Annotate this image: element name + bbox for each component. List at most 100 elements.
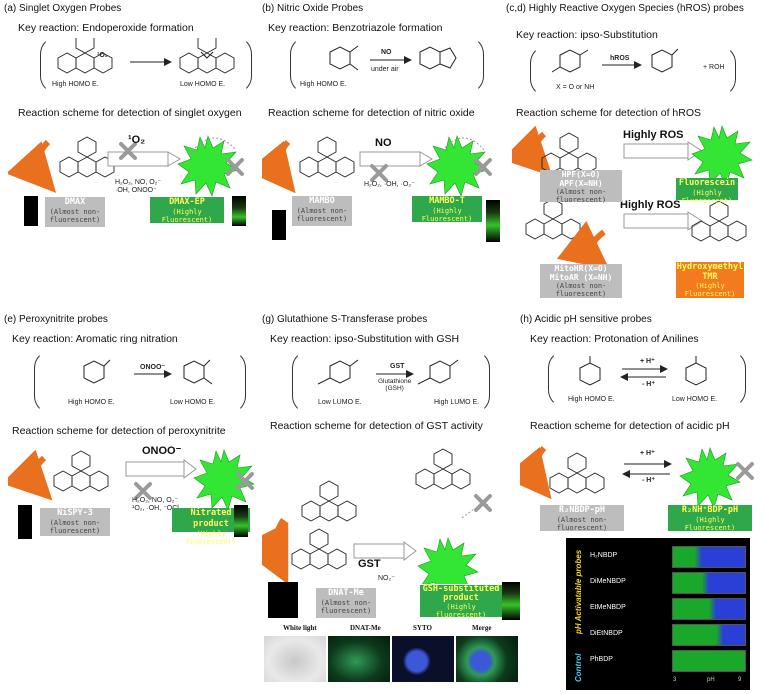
panel-h-probe-name: R₂NBDP-pH xyxy=(558,505,606,515)
micro-white-light-image xyxy=(264,636,326,682)
gel-row-label: EtMeNBDP xyxy=(590,604,626,611)
panel-cd-key-reaction: Key reaction: ipso-Substitution xyxy=(516,29,658,41)
panel-a-product-name: DMAX-EP xyxy=(169,197,205,207)
panel-h-scheme-reverse: - H⁺ xyxy=(642,477,656,484)
panel-g-vial-dark xyxy=(268,582,298,618)
panel-e-probe-name: NiSPY-3 xyxy=(57,508,93,518)
gel-activatable-label: pH Activatable probes xyxy=(574,549,583,634)
panel-h-forward: + H⁺ xyxy=(640,358,655,365)
panel-cd-reagent: hROS xyxy=(610,55,630,62)
micro-merge-image xyxy=(456,636,518,682)
panel-b-diamine-reaction xyxy=(329,45,457,71)
panel-cd-scheme-diagram xyxy=(512,125,753,270)
micro-label-syto: SYTO xyxy=(413,624,432,632)
gel-row-strip xyxy=(672,572,746,594)
panel-e-reaction-bracket xyxy=(34,350,246,414)
panel-b-scheme-diagram xyxy=(262,135,492,197)
panel-cd-probe2-desc: (Almost non-fluorescent) xyxy=(555,282,607,298)
panel-h-reverse: - H⁺ xyxy=(642,381,656,388)
panel-b-key-reaction: Key reaction: Benzotriazole formation xyxy=(268,22,443,34)
panel-cd-product1-desc: (Highly Fluorescent) xyxy=(681,189,733,205)
panel-a-key-reaction: Key reaction: Endoperoxide formation xyxy=(18,22,194,34)
panel-a-reaction-bracket xyxy=(40,36,252,94)
panel-h-scheme-diagram xyxy=(520,445,754,509)
panel-h-probe-box: R₂NBDP-pH (Almost non-fluorescent) xyxy=(540,505,624,532)
panel-g-reagent: GST xyxy=(390,363,405,370)
micro-label-merge: Merge xyxy=(472,624,492,632)
gel-row-label: PhBDP xyxy=(590,656,613,663)
panel-b-vial-dark xyxy=(272,210,286,240)
panel-a-vial-dark xyxy=(24,196,38,226)
panel-e-product-name: Nitrated product xyxy=(190,508,232,529)
panel-e-product-desc: (Highly Fluorescent) xyxy=(185,530,237,546)
panel-h-protonation-reaction xyxy=(579,356,707,386)
panel-g-probe-desc: (Almost non- fluorescent) xyxy=(320,599,372,615)
panel-e-interferents: H₂O₂, NO, O₂⁻ ¹O₂, ·OH, ⁻OCl xyxy=(132,497,179,512)
gel-axis-label: pH xyxy=(707,677,715,683)
panel-e-scheme-title: Reaction scheme for detection of peroxyn… xyxy=(12,425,226,437)
panel-a-high-homo: High HOMO E. xyxy=(52,81,99,88)
panel-a-product-box: DMAX-EP (Highly Fluorescent) xyxy=(150,197,224,224)
panel-e-title: (e) Peroxynitrite probes xyxy=(4,314,108,325)
panel-g-probe-box: DNAT-Me (Almost non- fluorescent) xyxy=(316,588,376,618)
panel-b-product-name: MAMBO-T xyxy=(429,196,465,206)
panel-e-arrow-label: ONOO⁻ xyxy=(142,445,182,457)
panel-b-probe-desc: (Almost non- fluorescent) xyxy=(296,207,348,223)
panel-h-key-reaction: Key reaction: Protonation of Anilines xyxy=(530,333,699,345)
panel-g-scheme-diagram xyxy=(262,448,492,584)
panel-cd-product2-box: Hydroxymethyl TMR (Highly Fluorescent) xyxy=(676,262,744,298)
panel-b-scheme-title: Reaction scheme for detection of nitric … xyxy=(268,107,475,119)
panel-cd-scheme-title: Reaction scheme for detection of hROS xyxy=(516,107,702,119)
panel-a-title: (a) Singlet Oxygen Probes xyxy=(4,3,122,14)
panel-e-probe-box: NiSPY-3 (Almost non- fluorescent) xyxy=(40,508,110,536)
panel-cd-probe2-name: MitoHR(X=O) MitoAR (X=NH) xyxy=(549,264,613,282)
panel-g-reagent2: Glutathione (GSH) xyxy=(378,378,412,392)
gel-axis-left: 3 xyxy=(673,677,677,683)
panel-b-condition: under air xyxy=(371,66,399,73)
panel-a-interferents: H₂O₂, NO, O₂⁻ ·OH, ONOO⁻ xyxy=(115,179,162,194)
panel-e-probe-desc: (Almost non- fluorescent) xyxy=(49,519,101,535)
panel-b-vial-bright xyxy=(486,200,500,242)
panel-g-title: (g) Glutathione S-Transferase probes xyxy=(262,314,428,325)
panel-b-product-box: MAMBO-T (Highly Fluorescent) xyxy=(412,196,482,223)
panel-a-product-desc: (Highly Fluorescent) xyxy=(161,208,213,224)
panel-e-phenol-reaction xyxy=(83,359,213,385)
panel-g-product-desc: (Highly fluorescent) xyxy=(435,603,487,619)
panel-b-reagent: NO xyxy=(381,49,392,56)
gel-row-label: H₂NBDP xyxy=(590,552,618,559)
panel-cd-probe1-desc: (Almost non-fluorescent) xyxy=(555,188,607,204)
panel-h-high-homo: High HOMO E. xyxy=(568,396,615,403)
panel-g-high-lumo: High LUMO E. xyxy=(434,399,480,406)
panel-h-product-box: R₂NH⁺BDP-pH (Highly Fluorescent) xyxy=(668,505,752,532)
panel-b-high-homo: High HOMO E. xyxy=(300,81,347,88)
gel-row-strip xyxy=(672,650,746,672)
panel-b-reaction-bracket xyxy=(290,36,484,94)
panel-h-scheme-forward: + H⁺ xyxy=(640,450,655,457)
panel-g-key-reaction: Key reaction: ipso-Substitution with GSH xyxy=(270,333,460,345)
panel-b-probe-name: MAMBO xyxy=(309,196,335,206)
panel-h-scheme-title: Reaction scheme for detection of acidic … xyxy=(530,420,730,432)
panel-a-probe-desc: (Almost non- fluorescent) xyxy=(49,208,101,224)
panel-cd-title: (c,d) Highly Reactive Oxygen Species (hR… xyxy=(506,3,744,14)
panel-cd-probe2-box: MitoHR(X=O) MitoAR (X=NH) (Almost non-fl… xyxy=(540,264,622,298)
panel-h-title: (h) Acidic pH sensitive probes xyxy=(520,314,652,325)
panel-g-vial-bright xyxy=(502,582,520,620)
panel-g-snar-reaction xyxy=(317,359,459,385)
panel-e-vial-bright xyxy=(234,505,248,537)
panel-h-product-desc: (Highly Fluorescent) xyxy=(684,516,736,532)
micro-label-dnat-me: DNAT-Me xyxy=(350,624,381,632)
panel-a-reagent: ¹O₂ xyxy=(97,52,108,59)
panel-e-reagent: ONOO⁻ xyxy=(140,364,166,371)
gel-axis-right: 9 xyxy=(738,677,742,683)
panel-a-probe-name: DMAX xyxy=(64,197,86,207)
panel-b-title: (b) Nitric Oxide Probes xyxy=(262,3,364,14)
micro-syto-image xyxy=(392,636,454,682)
panel-cd-note: X = O or NH xyxy=(556,84,595,91)
panel-a-arrow-label: ¹O₂ xyxy=(128,134,146,146)
panel-e-low-homo: Low HOMO E. xyxy=(170,399,216,406)
panel-g-probe-name: DNAT-Me xyxy=(328,588,364,598)
panel-e-key-reaction: Key reaction: Aromatic ring nitration xyxy=(12,333,178,345)
panel-h-low-homo: Low HOMO E. xyxy=(672,396,718,403)
micro-label-white-light: White light xyxy=(283,624,317,632)
